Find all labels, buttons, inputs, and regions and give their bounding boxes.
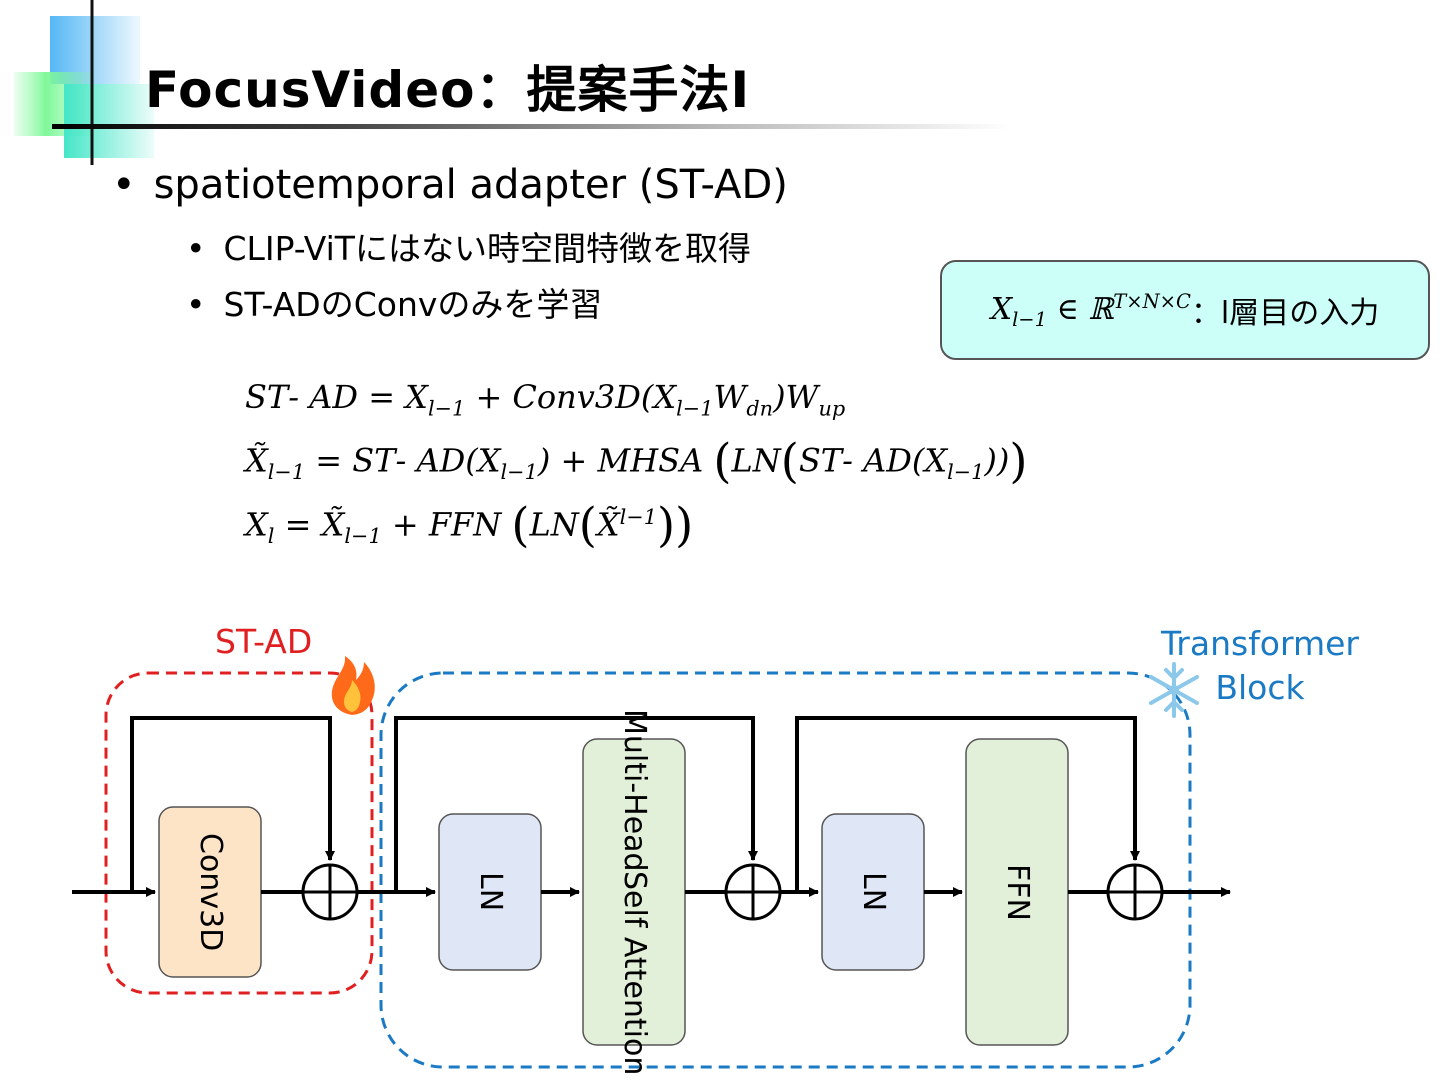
bullet-sub-1-text: CLIP-ViTにはない時空間特徴を取得 <box>223 229 751 268</box>
adder-2 <box>724 863 782 921</box>
equation-mhsa: X̃l−1 = ST‑ AD(Xl−1) + MHSA (LN(ST‑ AD(X… <box>245 434 1028 488</box>
mhsa-label-line1: Multi-Head <box>617 708 652 872</box>
ln1-label: LN <box>473 872 508 912</box>
bullet-main: • spatiotemporal adapter (ST-AD) <box>112 162 788 208</box>
equation-st-ad: ST‑ AD = Xl−1 + Conv3D(Xl−1Wdn)Wup <box>245 378 846 421</box>
equation-ffn: Xl = X̃l−1 + FFN (LN(X̃l−1)) <box>245 498 694 552</box>
ffn-label: FFN <box>1000 863 1035 921</box>
conv3d-label: Conv3D <box>193 832 228 952</box>
transformer-block-label: Transformer Block <box>1145 622 1375 710</box>
bullet-dot: • <box>186 229 206 268</box>
adder-3 <box>1106 863 1164 921</box>
transformer-group-border <box>379 671 1192 1069</box>
st-ad-group-border <box>104 671 374 995</box>
mhsa-label-line2: Self Attention <box>617 871 652 1076</box>
slide-title: FocusVideo：提案手法Ⅰ <box>145 61 751 119</box>
mhsa-label: Multi-Head Self Attention <box>583 709 685 1076</box>
ln2-label: LN <box>856 872 891 912</box>
bullet-dot: • <box>112 162 136 208</box>
bullet-sub-1: • CLIP-ViTにはない時空間特徴を取得 <box>186 222 751 270</box>
bullet-main-text: spatiotemporal adapter (ST-AD) <box>153 162 788 208</box>
title-underline <box>52 124 1012 129</box>
input-definition-formula: Xl−1 ∈ ℝT×N×C <box>990 289 1191 331</box>
corner-decoration <box>0 0 160 170</box>
input-definition-text: ：l層目の入力 <box>1190 296 1380 331</box>
fire-icon <box>331 656 375 715</box>
transformer-label-line1: Transformer <box>1160 624 1360 663</box>
snowflake-icon <box>1149 662 1199 718</box>
bullet-sub-2: • ST-ADのConvのみを学習 <box>186 278 602 326</box>
input-definition-box: Xl−1 ∈ ℝT×N×C：l層目の入力 <box>940 260 1430 360</box>
bullet-sub-2-text: ST-ADのConvのみを学習 <box>223 285 603 324</box>
adder-1 <box>301 863 359 921</box>
bullet-dot: • <box>186 285 206 324</box>
corner-squares-graphic <box>14 0 154 165</box>
st-ad-label: ST-AD <box>215 622 313 661</box>
transformer-label-line2: Block <box>1215 668 1305 707</box>
